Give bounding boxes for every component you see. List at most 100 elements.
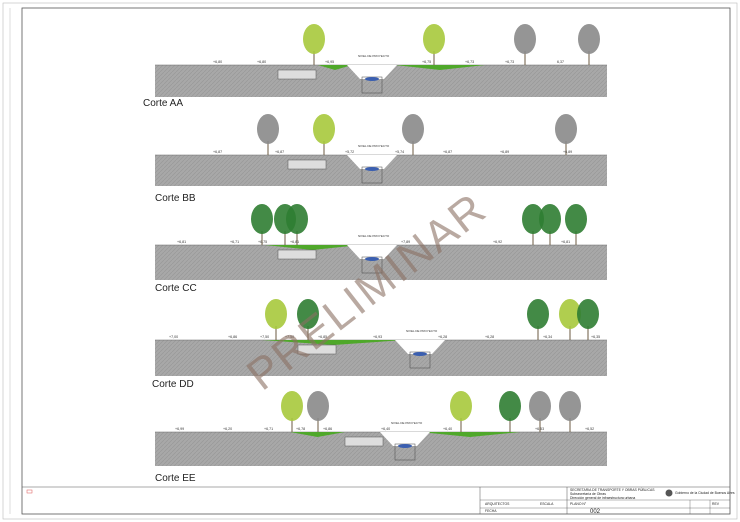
elevation-label: +6,20 — [223, 427, 232, 431]
title-block: SECRETARIA DE TRANSPORTE Y OBRAS PÚBLICA… — [22, 486, 735, 515]
elevation-label: 6,37 — [557, 60, 564, 64]
section-title: Corte EE — [155, 473, 196, 484]
section-dd: NIVEL DE PROYECTO+7,00+6,86+7,50+7,50+6,… — [152, 299, 607, 390]
label-sheet: PLANO N° — [570, 502, 587, 506]
channel-cut — [395, 340, 445, 354]
elevation-label: +6,40 — [443, 427, 452, 431]
tree-icon — [251, 204, 273, 245]
elevation-label: +6,92 — [493, 240, 502, 244]
elevation-label: +6,87 — [275, 150, 284, 154]
tree-icon — [577, 299, 599, 340]
green-fill-slope — [262, 340, 405, 345]
existing-structure — [277, 249, 317, 260]
green-fill-slope — [265, 245, 360, 250]
tree-icon — [555, 114, 577, 155]
elevation-label: +6,89 — [563, 150, 572, 154]
tree-icon — [559, 299, 581, 340]
elevation-label: +6,89 — [500, 150, 509, 154]
elevation-label: +6,28 — [438, 335, 447, 339]
tree-icon — [297, 299, 319, 340]
green-fill-slope — [290, 432, 345, 437]
label-date: FECHA — [485, 509, 497, 513]
green-fill-slope — [318, 65, 352, 70]
elevation-label: +5,72 — [345, 150, 354, 154]
section-title: Corte BB — [155, 193, 196, 204]
section-bb: NIVEL DE PROYECTO+6,87+6,87+5,72+5,74+6,… — [155, 114, 607, 204]
project-level-note: NIVEL DE PROYECTO — [391, 421, 423, 425]
sub-agency: Subsecretaría de Obras — [570, 492, 606, 496]
elevation-label: +6,71 — [264, 427, 273, 431]
elevation-label: +6,75 — [422, 60, 431, 64]
existing-structure — [277, 69, 317, 80]
elevation-label: +6,87 — [213, 150, 222, 154]
existing-structure — [297, 344, 337, 355]
elevation-label: +6,95 — [325, 60, 334, 64]
elevation-label: +6,78 — [296, 427, 305, 431]
tree-icon — [578, 24, 600, 65]
sheet-number: 002 — [590, 509, 601, 515]
label-architects: ARQUITECTOS — [485, 502, 510, 506]
elevation-label: +6,40 — [381, 427, 390, 431]
elevation-label: +6,52 — [585, 427, 594, 431]
project-level-note: NIVEL DE PROYECTO — [358, 54, 390, 58]
elevation-label: +6,73 — [505, 60, 514, 64]
tree-icon — [559, 391, 581, 432]
elevation-label: +6,81 — [177, 240, 186, 244]
drawing-border — [21, 7, 731, 515]
tree-icon — [527, 299, 549, 340]
water-level — [365, 167, 379, 171]
elevation-label: +6,87 — [443, 150, 452, 154]
elevation-label: +6,71 — [230, 240, 239, 244]
tree-icon — [529, 391, 551, 432]
section-title: Corte AA — [143, 98, 183, 109]
tree-icon — [286, 204, 308, 245]
legend-swatch — [26, 489, 33, 494]
elevation-label: +6,28 — [485, 335, 494, 339]
tree-icon — [281, 391, 303, 432]
tree-icon — [423, 24, 445, 65]
elevation-label: +6,34 — [543, 335, 552, 339]
tree-icon — [450, 391, 472, 432]
tree-icon — [565, 204, 587, 245]
tree-icon — [265, 299, 287, 340]
section-title: Corte DD — [152, 379, 194, 390]
elevation-label: +7,00 — [169, 335, 178, 339]
tree-icon — [499, 391, 521, 432]
water-level — [365, 77, 379, 81]
water-level — [365, 257, 379, 261]
elevation-label: +6,73 — [465, 60, 474, 64]
project-level-note: NIVEL DE PROYECTO — [406, 329, 438, 333]
ground-profile — [155, 340, 607, 376]
water-level — [398, 444, 412, 448]
channel-cut — [347, 65, 397, 79]
tree-icon — [257, 114, 279, 155]
agency-name: SECRETARIA DE TRANSPORTE Y OBRAS PÚBLICA… — [570, 487, 655, 492]
tree-icon — [307, 391, 329, 432]
tree-icon — [313, 114, 335, 155]
elevation-label: +6,80 — [213, 60, 222, 64]
water-level — [413, 352, 427, 356]
channel-cut — [380, 432, 430, 446]
elevation-label: +6,81 — [561, 240, 570, 244]
tree-icon — [303, 24, 325, 65]
project-level-note: NIVEL DE PROYECTO — [358, 234, 390, 238]
elevation-label: +6,53 — [535, 427, 544, 431]
elevation-label: +6,80 — [257, 60, 266, 64]
tree-icon — [539, 204, 561, 245]
existing-structure — [287, 159, 327, 170]
section-cc: NIVEL DE PROYECTO+6,81+6,71+6,75+6,81+7,… — [155, 204, 607, 294]
green-fill-slope — [420, 432, 520, 437]
direction-name: Dirección general de infraestructura urb… — [570, 496, 635, 500]
existing-structure — [344, 436, 384, 447]
elevation-label: +6,99 — [175, 427, 184, 431]
label-revision: REV — [712, 502, 720, 506]
elevation-label: +7,50 — [260, 335, 269, 339]
government-name: Gobierno de la Ciudad de Buenos Aires — [675, 491, 735, 495]
section-aa: NIVEL DE PROYECTO +6,80 +6,80 +6,95 +6,75 +6,… — [143, 24, 607, 109]
section-title: Corte CC — [155, 283, 197, 294]
channel-cut — [347, 245, 397, 259]
tree-icon — [522, 204, 544, 245]
section-ee: NIVEL DE PROYECTO +6,99 +6,20 +6,71 +6,78 +6,… — [155, 391, 607, 484]
